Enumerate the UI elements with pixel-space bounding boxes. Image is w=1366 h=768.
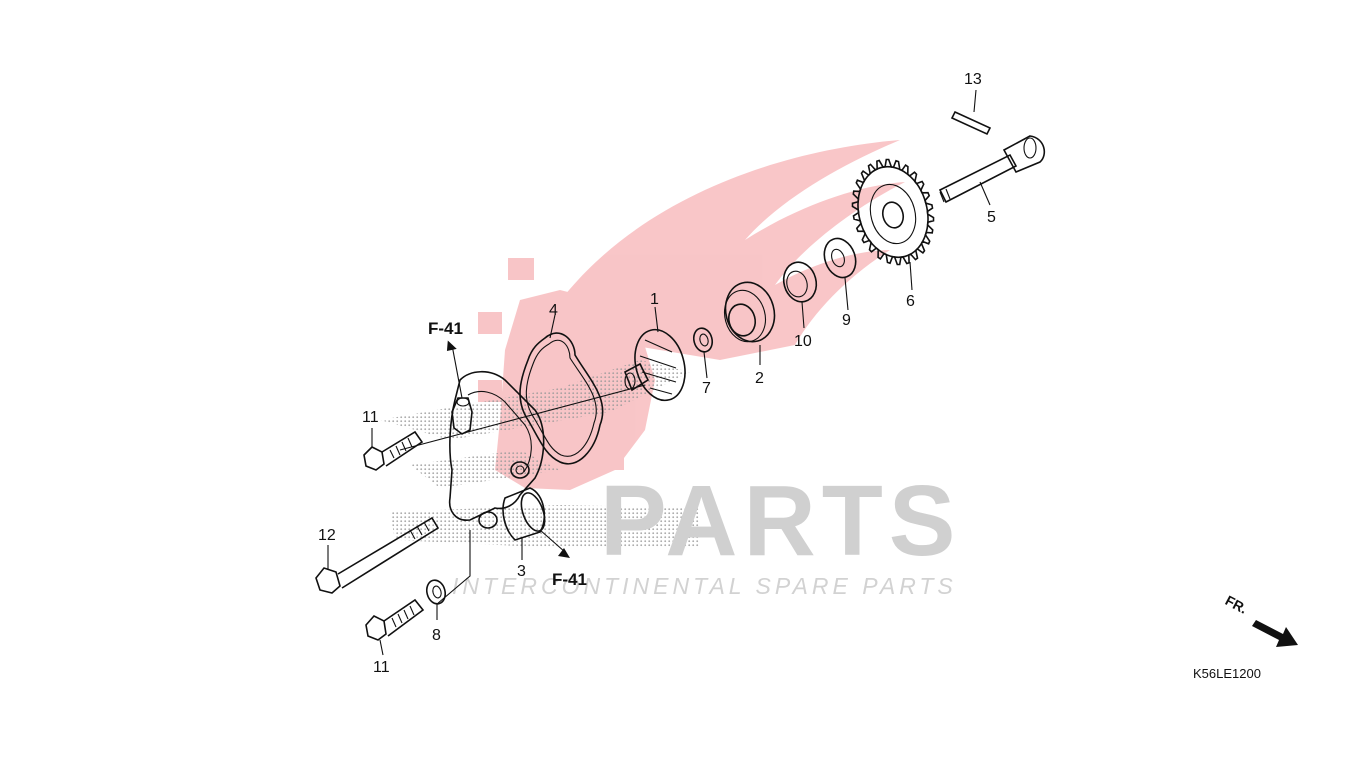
watermark: PARTS INTERCONTINENTAL SPARE PARTS: [380, 140, 962, 599]
impeller-washer: [692, 327, 714, 353]
water-pump-cover: [448, 370, 546, 541]
callout-2: 2: [755, 370, 764, 387]
water-pump-driven-gear: [851, 158, 935, 266]
callout-7: 7: [702, 380, 711, 397]
flange-bolt-upper: [363, 430, 424, 471]
mechanical-seal: [723, 281, 776, 343]
long-bolt: [315, 516, 440, 594]
oil-seal: [782, 261, 818, 303]
sealing-washer: [425, 579, 447, 605]
callout-13: 13: [964, 71, 982, 88]
impeller: [623, 328, 686, 402]
dowel-pin: [950, 110, 992, 136]
callout-1: 1: [650, 291, 659, 308]
callout-12: 12: [318, 527, 336, 544]
watermark-dot-bands: [380, 360, 700, 548]
leader-lines: [327, 89, 991, 656]
callout-8: 8: [432, 627, 441, 644]
gear-teeth-outline: [851, 158, 935, 266]
thrust-washer: [823, 237, 857, 279]
assembly-axis-line: [399, 384, 646, 451]
callout-4: 4: [549, 302, 558, 319]
callout-5: 5: [987, 209, 996, 226]
front-direction-indicator: FR.: [1223, 592, 1298, 647]
callout-3: 3: [517, 563, 526, 580]
callouts: 1 2 3 4 5 6 7 8 9 10 11 11 12 13: [318, 71, 996, 676]
gasket-o-ring: [519, 332, 604, 465]
callout-11-lower: 11: [373, 659, 390, 676]
watermark-tagline: INTERCONTINENTAL SPARE PARTS: [452, 573, 957, 599]
front-direction-arrow: [1252, 620, 1298, 647]
diagram-code: K56LE1200: [1193, 666, 1261, 681]
reference-label-top: F-41: [428, 319, 463, 338]
water-pump-shaft: [938, 135, 1046, 204]
callout-6: 6: [906, 293, 915, 310]
flange-bolt-lower: [365, 598, 425, 641]
front-direction-label: FR.: [1223, 592, 1250, 617]
watermark-wing-logo: [478, 140, 905, 490]
callout-10: 10: [794, 333, 812, 350]
watermark-brand: PARTS: [600, 465, 962, 577]
reference-label-bottom: F-41: [552, 570, 587, 589]
callout-11-upper: 11: [362, 409, 379, 426]
callout-9: 9: [842, 312, 851, 329]
